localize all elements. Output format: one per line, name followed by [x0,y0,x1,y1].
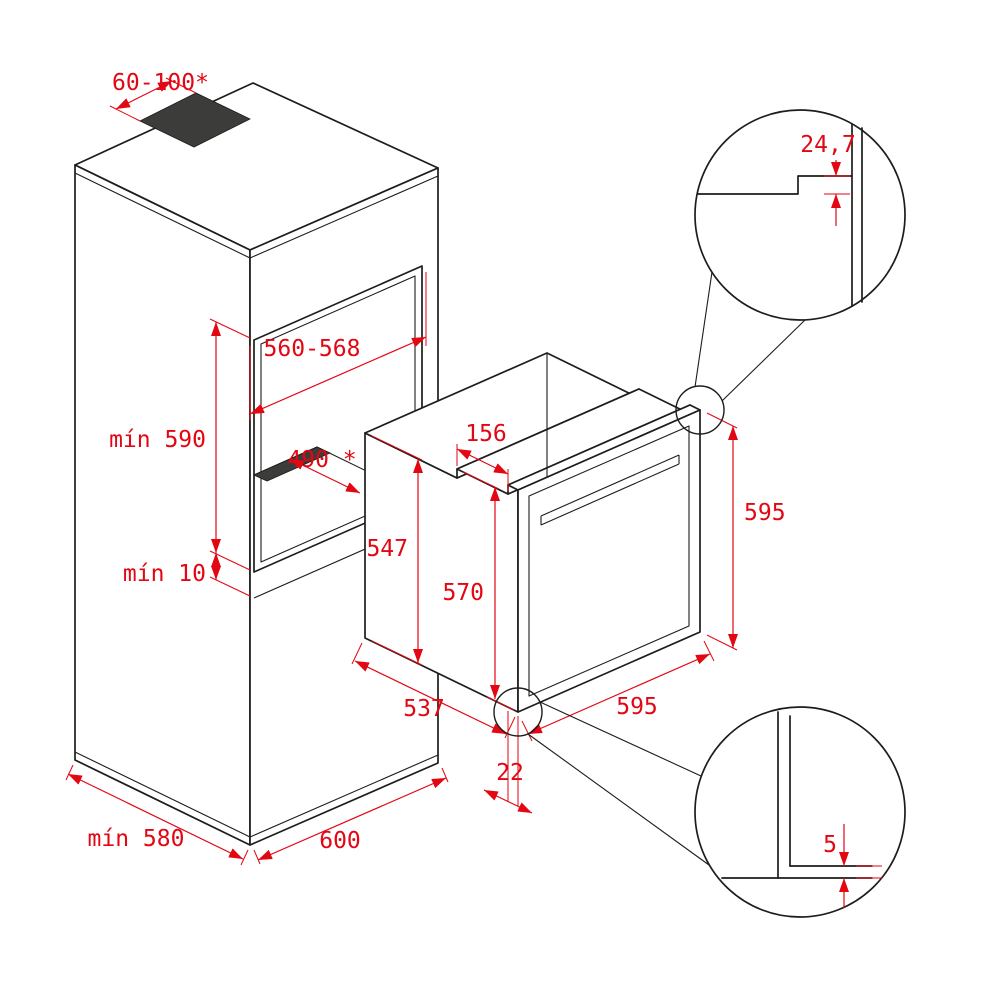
body-height-ext [371,435,423,461]
dim-shelf-depth: 490 * [287,447,361,494]
dim-label-oven-width: 595 [616,694,658,720]
cabinet-width-dim-line [257,777,447,861]
oven [364,352,701,713]
dim-label-top-front-depth: 156 [465,421,507,447]
dim-label-niche-width: 560-568 [264,336,361,362]
front-inner-height-ext [462,471,500,490]
dim-label-niche-height: mín 590 [109,427,206,453]
dim-front-inner-height: 570 [442,471,515,711]
dim-label-cabinet-width: 600 [319,828,361,854]
cabinet-dimensions: 60-100* 560-568 mín 590 mín 10 490 * [65,70,449,866]
dim-label-vent: 60-100* [112,70,209,96]
detail-bottom-leader-line [527,733,710,866]
dim-label-front-protrusion: 22 [496,760,524,786]
cabinet-depth-ext [240,849,249,866]
vent-cutout-slot [139,92,251,148]
dim-top-step: 24,7 [800,132,856,226]
cabinet-left-face [74,164,251,846]
dim-bottom-gap: 5 [823,824,882,908]
front-protrusion-dim-line [483,789,533,814]
dim-oven-depth: 537 [351,642,516,739]
detail-bottom-circle [694,706,906,918]
cabinet-width-ext [253,849,261,865]
dim-cabinet-width: 600 [253,767,449,865]
dim-niche-height: mín 590 [109,318,251,571]
cabinet-depth-ext [65,764,74,781]
oven-door-handle [540,454,680,526]
dim-top-front-depth: 156 [456,421,509,491]
dim-cabinet-depth: mín 580 [65,764,249,866]
top-front-depth-dim-line [456,448,509,475]
vent-ext-line [109,105,141,122]
oven-depth-ext [351,642,363,665]
shelf-depth-dim-line [289,458,361,494]
dim-oven-height: 595 [706,412,786,651]
niche-width-dim-line [249,336,427,415]
handle-top-edge [540,454,680,517]
oven-width-ext [703,640,715,662]
dim-label-bottom-gap: 5 [823,832,837,858]
vent-dim-line [115,80,173,110]
bottom-clearance-ext [209,576,251,597]
detail-top-leader-line [721,319,806,402]
dim-label-bottom-clearance: mín 10 [123,561,206,587]
dim-bottom-clearance: mín 10 [123,553,251,597]
dim-label-body-height: 547 [366,536,408,562]
dim-label-top-step: 24,7 [800,132,855,158]
detail-top-marker-circle [675,385,725,435]
cabinet-top-panel-edge [74,172,439,259]
dim-label-oven-height: 595 [744,500,786,526]
cabinet-depth-dim-line [67,773,244,860]
cabinet-width-ext [441,767,449,783]
oven-width-dim-line [527,653,711,735]
dim-body-height: 547 [366,435,423,666]
detail-top-leader-line [694,271,713,388]
dim-oven-width: 595 [521,640,715,742]
oven-door-outline [528,425,690,697]
oven-front-face [517,409,701,713]
detail-top: 24,7 [675,109,906,435]
oven-dimensions: 156 547 570 595 537 [351,412,786,814]
detail-bottom-leader-line [539,701,702,777]
detail-bottom-marker-circle [493,687,543,737]
dim-label-front-inner-height: 570 [442,580,484,606]
oven-depth-ext [504,716,516,739]
oven-width-ext [521,720,533,742]
dim-label-cabinet-depth: mín 580 [88,826,185,852]
vent-ext-line [165,77,197,94]
dim-front-protrusion: 22 [483,711,533,814]
handle-bottom-edge [540,463,680,526]
dim-vent-cutout: 60-100* [109,70,209,122]
detail-bottom: 5 [493,687,906,918]
dim-niche-width: 560-568 [249,272,427,420]
oven-depth-dim-line [354,660,507,735]
dim-label-oven-depth: 537 [403,696,445,722]
dim-label-shelf-depth: 490 * [287,447,356,473]
